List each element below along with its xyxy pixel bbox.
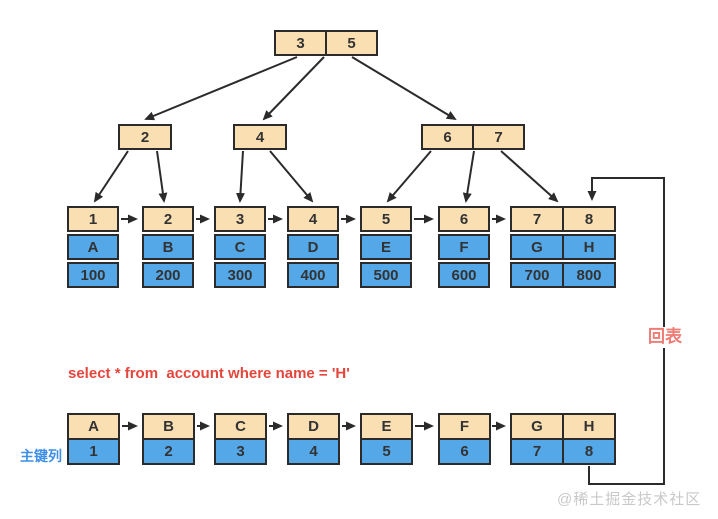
internal-key-cell: 7 xyxy=(472,124,525,150)
leaf-value-cell: 300 xyxy=(214,262,266,288)
secondary-pk-cell: 8 xyxy=(562,438,616,465)
secondary-node-g: G 7 xyxy=(510,413,564,465)
leaf-value-cell: 100 xyxy=(67,262,119,288)
secondary-pk-cell: 7 xyxy=(510,438,564,465)
secondary-name-cell: A xyxy=(67,413,120,440)
leaf-name-cell: F xyxy=(438,234,490,260)
leaf-name-cell: D xyxy=(287,234,339,260)
leaf-name-cell: G xyxy=(510,234,564,260)
secondary-pk-cell: 1 xyxy=(67,438,120,465)
secondary-name-cell: H xyxy=(562,413,616,440)
leaf-key-cell: 1 xyxy=(67,206,119,232)
secondary-pk-cell: 5 xyxy=(360,438,413,465)
leaf-value-cell: 500 xyxy=(360,262,412,288)
leaf-key-cell: 7 xyxy=(510,206,564,232)
leaf-node-8: 8 H 800 xyxy=(562,206,616,290)
secondary-node-e: E 5 xyxy=(360,413,413,465)
internal-node-4: 4 xyxy=(233,124,287,150)
internal-key-cell: 4 xyxy=(233,124,287,150)
leaf-key-cell: 4 xyxy=(287,206,339,232)
leaf-node-1: 1 A 100 xyxy=(67,206,119,290)
secondary-name-cell: D xyxy=(287,413,340,440)
root-key-cell: 5 xyxy=(325,30,378,56)
secondary-node-b: B 2 xyxy=(142,413,195,465)
leaf-value-cell: 800 xyxy=(562,262,616,288)
leaf-key-cell: 5 xyxy=(360,206,412,232)
leaf-key-cell: 8 xyxy=(562,206,616,232)
root-key-cell: 3 xyxy=(274,30,327,56)
back-to-table-label: 回表 xyxy=(647,327,683,348)
leaf-node-6: 6 F 600 xyxy=(438,206,490,290)
leaf-key-cell: 6 xyxy=(438,206,490,232)
leaf-value-cell: 600 xyxy=(438,262,490,288)
leaf-node-2: 2 B 200 xyxy=(142,206,194,290)
leaf-value-cell: 400 xyxy=(287,262,339,288)
leaf-name-cell: H xyxy=(562,234,616,260)
internal-key-cell: 2 xyxy=(118,124,172,150)
secondary-pk-cell: 2 xyxy=(142,438,195,465)
internal-node-6-7: 6 7 xyxy=(421,124,525,150)
leaf-key-cell: 2 xyxy=(142,206,194,232)
secondary-node-h: H 8 xyxy=(562,413,616,465)
leaf-name-cell: E xyxy=(360,234,412,260)
secondary-pk-cell: 4 xyxy=(287,438,340,465)
watermark-text: @稀土掘金技术社区 xyxy=(557,491,702,508)
secondary-pk-cell: 6 xyxy=(438,438,491,465)
leaf-node-5: 5 E 500 xyxy=(360,206,412,290)
leaf-node-7: 7 G 700 xyxy=(510,206,564,290)
sql-query-text: select * from account where name = 'H' xyxy=(68,365,350,382)
leaf-node-3: 3 C 300 xyxy=(214,206,266,290)
leaf-node-4: 4 D 400 xyxy=(287,206,339,290)
leaf-key-cell: 3 xyxy=(214,206,266,232)
root-node: 3 5 xyxy=(274,30,378,56)
leaf-name-cell: B xyxy=(142,234,194,260)
secondary-node-c: C 3 xyxy=(214,413,267,465)
secondary-name-cell: B xyxy=(142,413,195,440)
internal-node-2: 2 xyxy=(118,124,172,150)
leaf-name-cell: A xyxy=(67,234,119,260)
internal-key-cell: 6 xyxy=(421,124,474,150)
secondary-name-cell: G xyxy=(510,413,564,440)
secondary-name-cell: F xyxy=(438,413,491,440)
primary-key-column-label: 主键列 xyxy=(20,448,62,464)
secondary-name-cell: C xyxy=(214,413,267,440)
secondary-pk-cell: 3 xyxy=(214,438,267,465)
secondary-node-a: A 1 xyxy=(67,413,120,465)
leaf-value-cell: 200 xyxy=(142,262,194,288)
secondary-node-d: D 4 xyxy=(287,413,340,465)
secondary-name-cell: E xyxy=(360,413,413,440)
secondary-node-f: F 6 xyxy=(438,413,491,465)
leaf-value-cell: 700 xyxy=(510,262,564,288)
leaf-name-cell: C xyxy=(214,234,266,260)
